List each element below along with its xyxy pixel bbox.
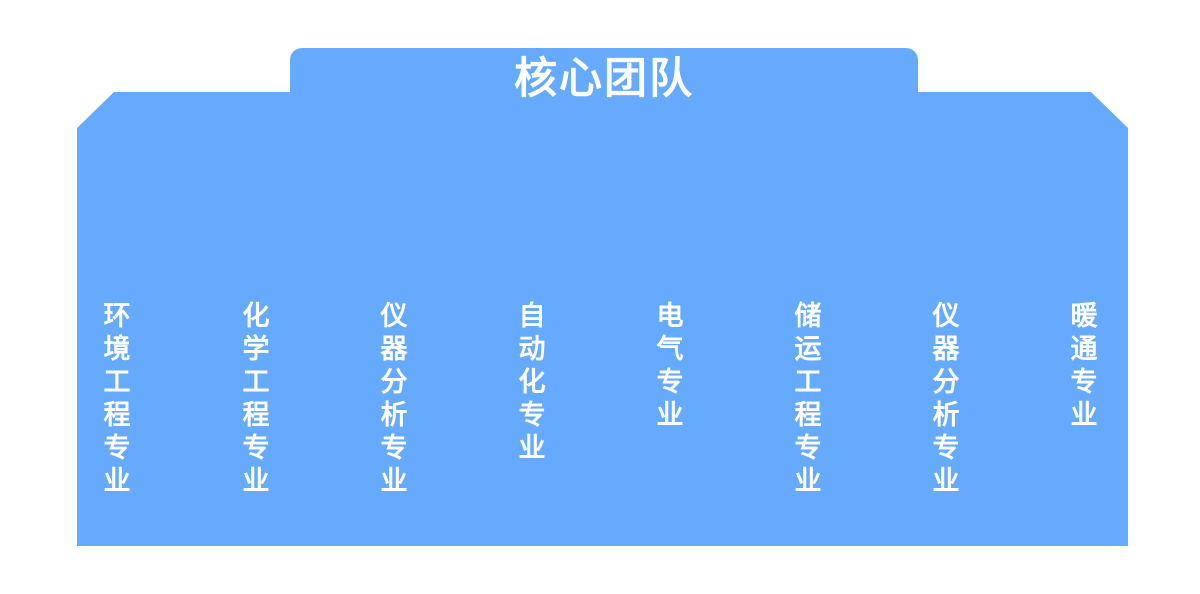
specialty-label-char: 业 (1070, 400, 1098, 430)
specialty-label-char: 程 (242, 400, 270, 430)
specialty-label-char: 分 (932, 367, 960, 397)
specialty-column-environmental-engineering[interactable]: 环境工程专业 (97, 300, 137, 498)
specialty-label-char: 业 (242, 466, 270, 496)
specialty-label-char: 化 (242, 301, 270, 331)
specialty-label-char: 专 (794, 433, 822, 463)
specialty-label-char: 专 (656, 367, 684, 397)
specialty-label-char: 专 (242, 433, 270, 463)
specialty-label-char: 程 (103, 400, 131, 430)
specialty-label-char: 专 (518, 400, 546, 430)
specialty-label-char: 分 (380, 367, 408, 397)
specialty-list: 环境工程专业 化学工程专业 仪器分析专业 自动化专业 电气专业 储运工程专业 仪… (77, 300, 1128, 525)
specialty-column-automation[interactable]: 自动化专业 (512, 300, 552, 465)
specialty-label-char: 业 (103, 466, 131, 496)
specialty-label-char: 气 (656, 334, 684, 364)
specialty-label-char: 环 (103, 301, 131, 331)
specialty-label-char: 器 (380, 334, 408, 364)
specialty-label-char: 运 (794, 334, 822, 364)
specialty-label-char: 工 (242, 367, 270, 397)
specialty-column-instrument-analysis-1[interactable]: 仪器分析专业 (374, 300, 414, 498)
specialty-label-char: 境 (103, 334, 131, 364)
specialty-label-char: 业 (656, 400, 684, 430)
specialty-column-electrical[interactable]: 电气专业 (650, 300, 690, 432)
specialty-label-char: 学 (242, 334, 270, 364)
specialty-label-char: 通 (1070, 334, 1098, 364)
specialty-label-char: 业 (794, 466, 822, 496)
banner-shape-path (77, 48, 1128, 546)
specialty-label-char: 业 (380, 466, 408, 496)
specialty-label-char: 自 (518, 301, 546, 331)
specialty-label-char: 动 (518, 334, 546, 364)
specialty-label-char: 器 (932, 334, 960, 364)
specialty-label-char: 工 (103, 367, 131, 397)
specialty-label-char: 仪 (932, 301, 960, 331)
specialty-label-char: 暖 (1070, 301, 1098, 331)
specialty-label-char: 工 (794, 367, 822, 397)
specialty-label-char: 专 (932, 433, 960, 463)
specialty-column-storage-transport-engineering[interactable]: 储运工程专业 (788, 300, 828, 498)
specialty-label-char: 析 (380, 400, 408, 430)
page-title: 核心团队 (514, 54, 694, 103)
specialty-label-char: 析 (932, 400, 960, 430)
specialty-label-char: 化 (518, 367, 546, 397)
specialty-label-char: 专 (103, 433, 131, 463)
specialty-label-char: 电 (656, 301, 684, 331)
specialty-label-char: 业 (932, 466, 960, 496)
specialty-column-instrument-analysis-2[interactable]: 仪器分析专业 (926, 300, 966, 498)
specialty-label-char: 业 (518, 433, 546, 463)
specialty-label-char: 储 (794, 301, 822, 331)
specialty-column-chemical-engineering[interactable]: 化学工程专业 (236, 300, 276, 498)
specialty-label-char: 专 (1070, 367, 1098, 397)
specialty-label-char: 程 (794, 400, 822, 430)
specialty-column-hvac[interactable]: 暖通专业 (1064, 300, 1104, 432)
specialty-label-char: 仪 (380, 301, 408, 331)
specialty-label-char: 专 (380, 433, 408, 463)
